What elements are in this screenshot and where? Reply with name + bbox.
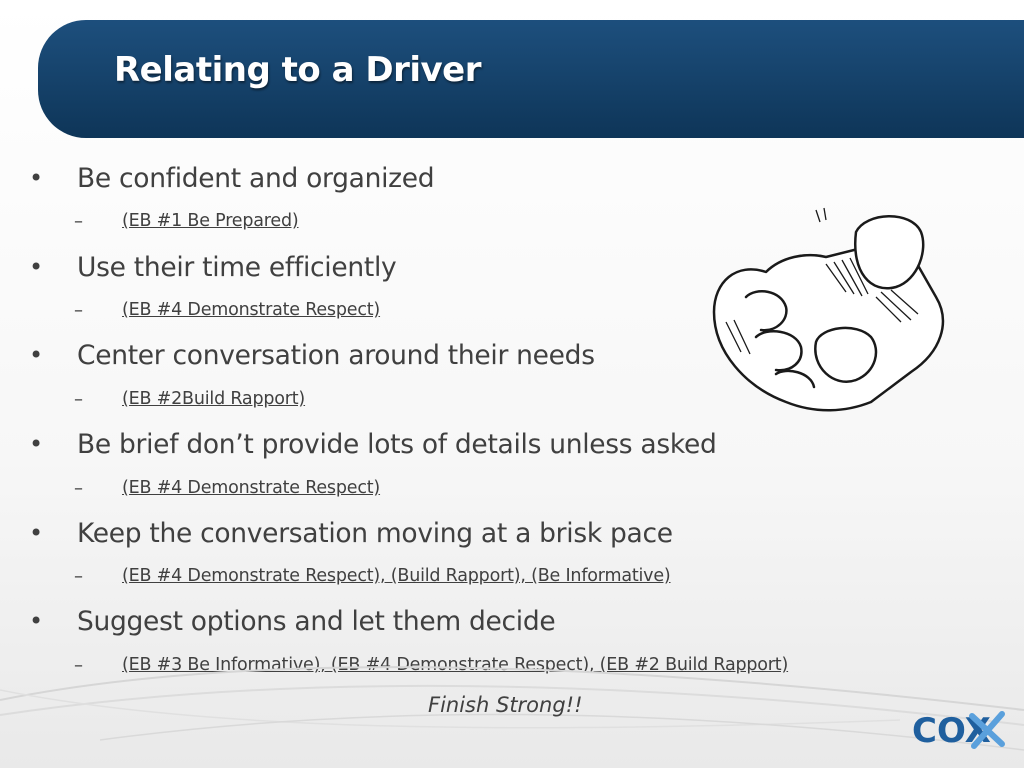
title-band <box>38 20 1024 138</box>
pointing-hand-icon <box>712 207 945 412</box>
sub-bullet-link[interactable]: (EB #4 Demonstrate Respect), (Build Rapp… <box>122 566 671 586</box>
cox-logo-text: COX <box>912 711 991 751</box>
bullet-text: Be brief don’t provide lots of details u… <box>77 429 717 460</box>
sub-bullet-marker: – <box>74 655 83 676</box>
sub-bullet-marker: – <box>74 300 83 321</box>
bullet-marker: • <box>29 607 44 635</box>
bullet-text: Keep the conversation moving at a brisk … <box>77 518 673 549</box>
bullet-text: Be confident and organized <box>77 163 435 194</box>
bullet-marker: • <box>29 253 44 281</box>
bullet-list: • Be confident and organized – (EB #1 Be… <box>29 163 788 676</box>
sub-bullet-link[interactable]: (EB #4 Demonstrate Respect) <box>122 478 381 498</box>
bullet-text: Suggest options and let them decide <box>77 606 556 637</box>
sub-bullet-marker: – <box>74 211 83 232</box>
bullet-marker: • <box>29 519 44 547</box>
bullet-text: Center conversation around their needs <box>77 340 595 371</box>
bullet-text: Use their time efficiently <box>77 252 397 283</box>
background-swoosh-lines <box>0 666 1024 751</box>
sub-bullet-marker: – <box>74 566 83 587</box>
bullet-marker: • <box>29 341 44 369</box>
sub-bullet-link[interactable]: (EB #1 Be Prepared) <box>122 211 299 231</box>
sub-bullet-marker: – <box>74 478 83 499</box>
sub-bullet-link[interactable]: (EB #2Build Rapport) <box>122 389 306 409</box>
sub-bullet-marker: – <box>74 389 83 410</box>
slide-title: Relating to a Driver <box>114 50 482 90</box>
cox-logo: COX <box>912 711 1005 751</box>
bullet-marker: • <box>29 164 44 192</box>
sub-bullet-link[interactable]: (EB #4 Demonstrate Respect) <box>122 300 381 320</box>
bullet-marker: • <box>29 430 44 458</box>
finish-strong-text: Finish Strong!! <box>428 693 583 717</box>
